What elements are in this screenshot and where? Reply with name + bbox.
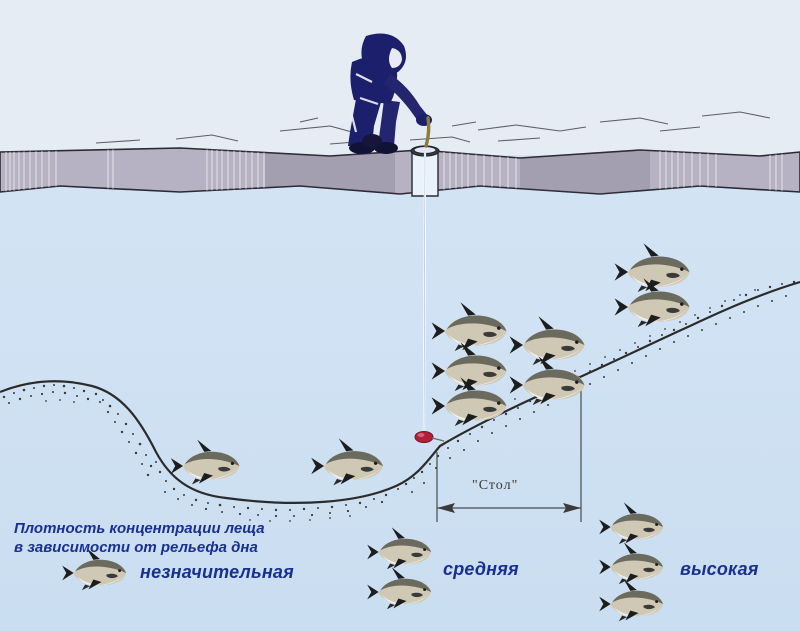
lake-bottom-contour <box>0 280 800 522</box>
legend-label-low: незначительная <box>140 562 294 582</box>
jig-lure <box>414 431 445 443</box>
title-line-1: Плотность концентрации леща <box>14 520 265 537</box>
bottom-gravel-stipple <box>2 280 796 522</box>
title-line-2: в зависимости от рельефа дна <box>14 539 258 556</box>
sky-background <box>0 0 800 160</box>
chart-title: Плотность концентрации леща в зависимост… <box>14 519 265 557</box>
table-dimension-label: "Стол" <box>472 478 519 493</box>
table-dimension-annotation <box>436 386 582 522</box>
ice-fisherman-figure <box>348 33 432 154</box>
legend-label-high: высокая <box>680 559 759 579</box>
ice-layer <box>0 147 800 195</box>
legend-label-mid: средняя <box>443 559 519 579</box>
fishing-line <box>422 152 427 433</box>
